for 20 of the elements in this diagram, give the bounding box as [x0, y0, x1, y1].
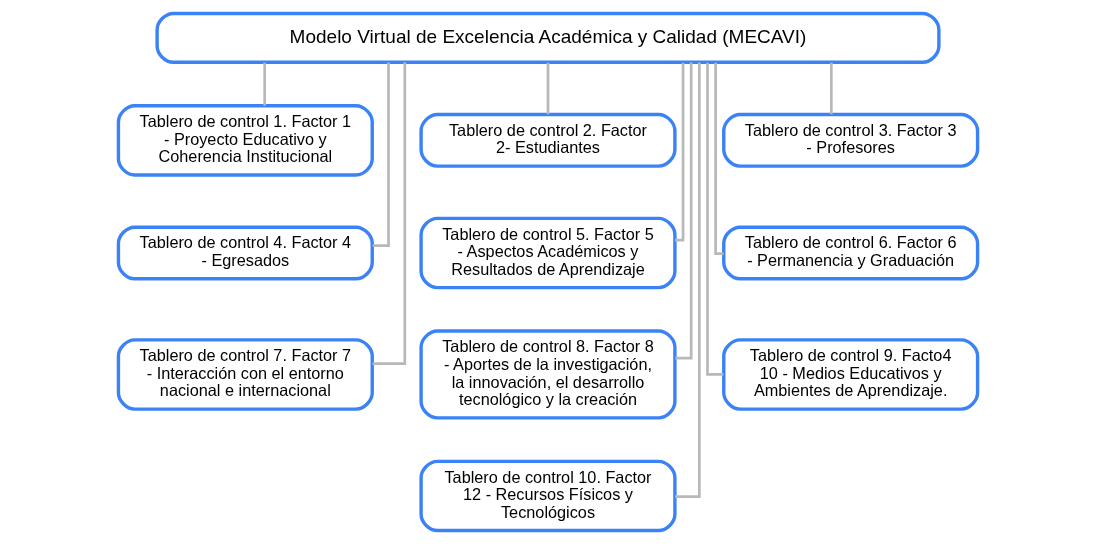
connector: [829, 62, 833, 115]
node-box: Tablero de control 1. Factor 1 - Proyecto Educativo y Coherencia Institucional: [116, 104, 374, 177]
node-box: Tablero de control 7. Factor 7 - Interacción con el entorno nacional e internacional: [116, 338, 374, 411]
connector: [372, 62, 406, 365]
connector: [674, 62, 693, 360]
node-box: Tablero de control 9. Facto4 10 - Medios Educativos y Ambientes de Aprendizaje.: [721, 338, 979, 411]
node-box: Tablero de control 3. Factor 3 - Profesores: [721, 112, 979, 168]
node-box: Tablero de control 8. Factor 8 - Aportes de la investigación, la innovación, el desarrollo tecnológico y la creación: [418, 329, 677, 420]
connector: [705, 62, 723, 376]
node-box: Tablero de control 2. Factor 2- Estudiantes: [418, 112, 677, 168]
connector: [546, 62, 549, 115]
node-box: Tablero de control 10. Factor 12 - Recursos Físicos y Tecnológicos: [418, 459, 677, 533]
node-box: Tablero de control 6. Factor 6 - Permanencia y Graduación: [721, 225, 979, 281]
connector: [713, 62, 724, 256]
node-box: Tablero de control 4. Factor 4 - Egresados: [116, 225, 374, 281]
connector: [674, 62, 701, 498]
connector: [262, 62, 266, 106]
node-box: Tablero de control 5. Factor 5 - Aspectos Académicos y Resultados de Aprendizaje: [418, 216, 677, 290]
node-box: Modelo Virtual de Excelencia Académica y Calidad (MECAVI): [154, 11, 941, 64]
connector: [674, 62, 684, 242]
